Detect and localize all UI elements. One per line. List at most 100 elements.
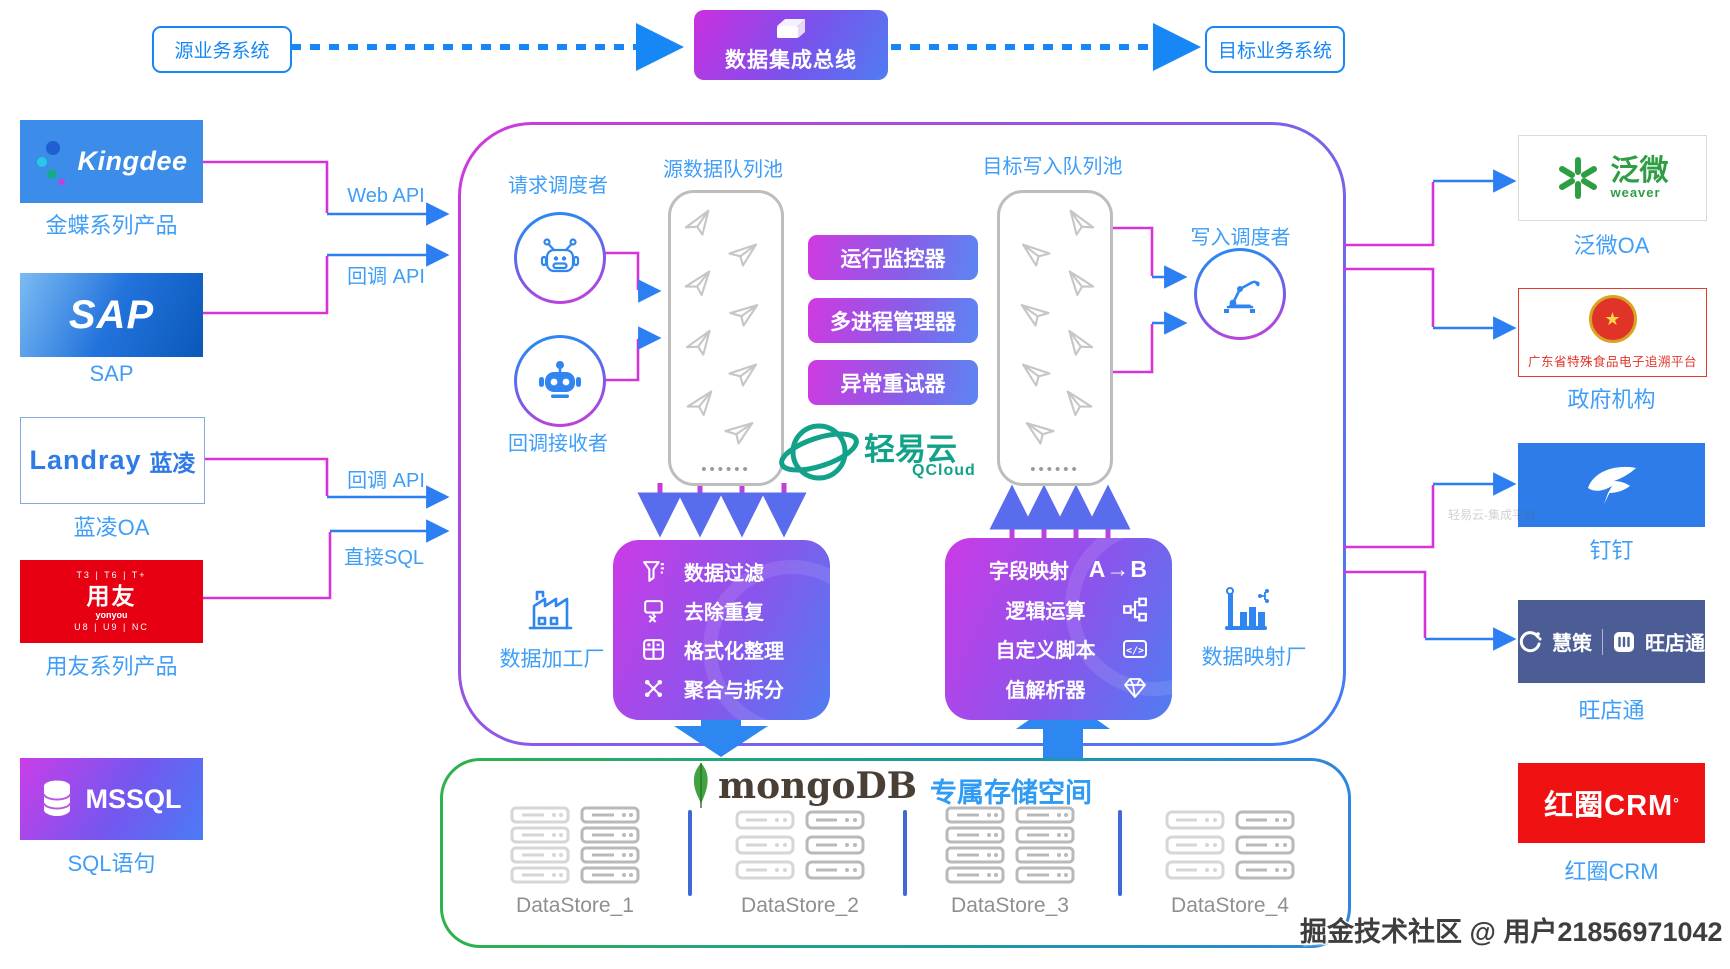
target-queue-pool: •••••• bbox=[997, 190, 1113, 486]
callback-receiver-label: 回调接收者 bbox=[508, 433, 608, 455]
mssql-logo-text: MSSQL bbox=[85, 783, 182, 814]
yonyou-logo-box: T3 | T6 | T+ 用友 yonyou U8 | U9 | NC bbox=[20, 560, 203, 643]
filter-icon bbox=[643, 561, 664, 582]
huice-logo-text: 慧策 bbox=[1552, 633, 1592, 655]
mapper-row: 逻辑运算 bbox=[945, 595, 1172, 624]
request-scheduler-label: 请求调度者 bbox=[508, 175, 608, 197]
source-queue-pool: •••••• bbox=[668, 190, 784, 486]
target-business-system-label: 目标业务系统 bbox=[1217, 41, 1332, 62]
data-mapper-title: 数据映射厂 bbox=[1201, 646, 1307, 669]
data-processor-box: 数据过滤 去除重复 格式化整理 聚合与拆分 bbox=[613, 540, 830, 720]
arrow-up-from-storage bbox=[1016, 696, 1110, 758]
server-rack-icon bbox=[1015, 806, 1075, 884]
sap-logo-box: SAP bbox=[20, 273, 203, 357]
huice-logo-icon bbox=[1519, 630, 1542, 652]
request-scheduler-node bbox=[514, 212, 606, 304]
datastore-label: DataStore_2 bbox=[741, 894, 859, 917]
database-icon bbox=[43, 780, 72, 816]
edge-label-callback-api-2: 回调 API bbox=[347, 470, 425, 492]
datastore-group: DataStore_4 bbox=[1145, 806, 1315, 918]
dingtalk-wing-icon bbox=[1587, 466, 1636, 504]
processor-row: 格式化整理 bbox=[613, 635, 830, 664]
mongodb-brand-text: mongoDB bbox=[718, 765, 918, 807]
processor-row-label: 格式化整理 bbox=[684, 641, 784, 663]
mapping-factory-icon bbox=[1225, 587, 1269, 630]
server-rack-icon bbox=[805, 806, 865, 884]
weaver-logo-cn: 泛微 bbox=[1610, 155, 1669, 187]
paper-plane-icons bbox=[1020, 209, 1097, 447]
datastore-label: DataStore_1 bbox=[516, 894, 634, 917]
source-business-system-node: 源业务系统 bbox=[152, 26, 292, 73]
callback-receiver-node bbox=[514, 335, 606, 427]
kingdee-logo-text: Kingdee bbox=[77, 146, 188, 176]
yonyou-sub: yonyou bbox=[95, 610, 128, 621]
landray-caption: 蓝凌OA bbox=[73, 515, 150, 540]
gov-emblem-icon: ★ bbox=[1588, 295, 1637, 343]
mapper-row: 自定义脚本 </> bbox=[945, 634, 1172, 663]
qcloud-sub: QCloud bbox=[912, 462, 976, 479]
datastore-group: DataStore_3 bbox=[925, 806, 1095, 918]
server-rack-icon bbox=[510, 806, 570, 884]
processor-row-label: 聚合与拆分 bbox=[684, 680, 784, 702]
processor-row: 去除重复 bbox=[613, 596, 830, 625]
server-rack-icon bbox=[1235, 806, 1295, 884]
wdt-logo-box: 慧策 旺店通 bbox=[1518, 600, 1705, 683]
robot-filled-icon bbox=[539, 361, 581, 398]
data-bus-label: 数据集成总线 bbox=[725, 49, 857, 72]
gov-caption: 政府机构 bbox=[1567, 387, 1656, 412]
queue-dots: •••••• bbox=[701, 461, 751, 478]
queue-dots: •••••• bbox=[1030, 461, 1080, 478]
robot-arm-icon bbox=[1224, 280, 1260, 313]
logic-tree-icon bbox=[1123, 597, 1147, 622]
hongquan-caption: 红圈CRM bbox=[1564, 859, 1659, 884]
weaver-logo-en: weaver bbox=[1610, 185, 1661, 200]
mapper-row: 值解析器 bbox=[945, 674, 1172, 703]
faint-watermark: 轻易云-集成平台 bbox=[1448, 508, 1536, 522]
mapper-row-label: 值解析器 bbox=[1005, 679, 1086, 702]
yonyou-line1: T3 | T6 | T+ bbox=[76, 570, 147, 581]
svg-text:</>: </> bbox=[1126, 645, 1144, 656]
sap-logo-text: SAP bbox=[68, 292, 155, 337]
server-rack-icon bbox=[945, 806, 1005, 884]
weaver-logo-box: 泛微 weaver bbox=[1518, 135, 1707, 221]
server-rack-icon bbox=[1165, 806, 1225, 884]
code-script-icon: </> bbox=[1123, 639, 1147, 658]
yonyou-logo-text: 用友 bbox=[86, 582, 137, 609]
datastore-label: DataStore_4 bbox=[1171, 894, 1289, 917]
source-queue-title: 源数据队列池 bbox=[663, 159, 783, 181]
multiprocess-manager-chip: 多进程管理器 bbox=[808, 298, 978, 343]
exception-retry-chip: 异常重试器 bbox=[808, 360, 978, 405]
split-icon bbox=[644, 679, 663, 698]
edge-label-callback-api-1: 回调 API bbox=[347, 266, 425, 288]
robot-icon bbox=[540, 238, 580, 273]
qcloud-globe-icon bbox=[779, 423, 859, 481]
weaver-burst-icon bbox=[1559, 157, 1598, 199]
gem-parser-icon bbox=[1124, 678, 1146, 699]
arrow-down-to-storage bbox=[674, 694, 768, 757]
processor-row-label: 去除重复 bbox=[684, 602, 764, 624]
qcloud-name: 轻易云 bbox=[864, 432, 957, 467]
write-scheduler-label: 写入调度者 bbox=[1190, 227, 1291, 249]
weaver-caption: 泛微OA bbox=[1573, 233, 1650, 258]
data-bus-node: 数据集成总线 bbox=[694, 10, 888, 80]
gov-logo-box: ★ 广东省特殊食品电子追溯平台 bbox=[1518, 288, 1707, 377]
wdt-logo-icon bbox=[1614, 631, 1634, 652]
write-scheduler-node bbox=[1194, 248, 1286, 340]
processor-row: 聚合与拆分 bbox=[613, 674, 830, 703]
dingtalk-caption: 钉钉 bbox=[1589, 538, 1634, 563]
processor-row: 数据过滤 bbox=[613, 557, 830, 586]
sap-caption: SAP bbox=[89, 361, 134, 386]
kingdee-dots-icon bbox=[37, 140, 66, 185]
storage-title: 专属存储空间 bbox=[930, 778, 1092, 808]
factory-icon bbox=[528, 590, 573, 630]
landray-logo-box: Landray 蓝凌 bbox=[20, 417, 205, 504]
hongquan-logo-box: 红圈CRM° bbox=[1518, 763, 1705, 843]
dingtalk-logo-box bbox=[1518, 443, 1705, 527]
tray-icon bbox=[777, 19, 805, 38]
mapper-row-label: 逻辑运算 bbox=[1005, 600, 1086, 623]
landray-logo-en: Landray bbox=[29, 445, 142, 475]
mapper-row: 字段映射 A→B bbox=[945, 555, 1172, 584]
yonyou-line2: U8 | U9 | NC bbox=[74, 621, 149, 632]
datastore-label: DataStore_3 bbox=[951, 894, 1069, 917]
